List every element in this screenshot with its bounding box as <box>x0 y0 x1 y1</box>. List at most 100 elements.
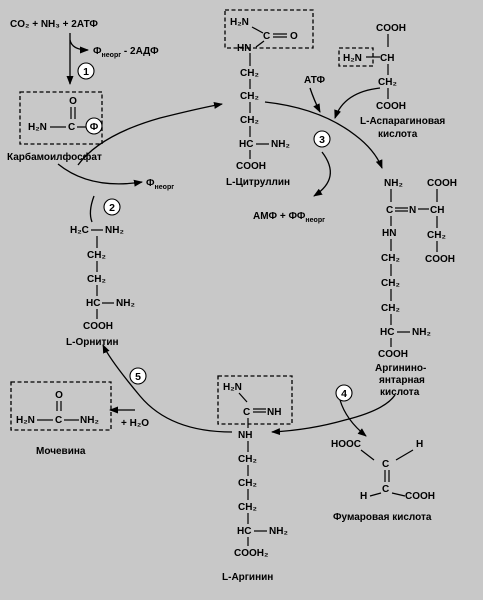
svg-text:COOH: COOH <box>83 321 113 332</box>
svg-text:H₂N: H₂N <box>223 382 242 393</box>
svg-text:O: O <box>55 390 63 401</box>
step-3-products: АМФ + ФФнеорг <box>253 211 325 224</box>
svg-text:HC: HC <box>237 526 251 537</box>
svg-text:NH₂: NH₂ <box>384 178 403 189</box>
svg-text:CH₂: CH₂ <box>240 115 259 126</box>
step-2-side-arrow <box>57 163 143 187</box>
svg-text:NH: NH <box>238 430 252 441</box>
svg-text:C: C <box>68 122 75 133</box>
citrulline-box <box>224 9 314 49</box>
fumarate-name: Фумаровая кислота <box>333 512 432 523</box>
svg-text:H: H <box>416 439 423 450</box>
svg-text:COOH: COOH <box>427 178 457 189</box>
svg-text:CH₂: CH₂ <box>87 274 106 285</box>
svg-text:O: O <box>290 31 298 42</box>
svg-text:CH₂: CH₂ <box>238 454 257 465</box>
svg-text:HN: HN <box>382 228 396 239</box>
ornithine: H₂C NH₂ CH₂ CH₂ HC NH₂ COOH L-Орнитин <box>66 225 135 348</box>
svg-text:H₂N: H₂N <box>28 122 47 133</box>
svg-text:HOOC: HOOC <box>331 439 361 450</box>
svg-text:COOH: COOH <box>378 349 408 360</box>
citrulline-name: L-Цитруллин <box>226 177 290 188</box>
argininosuccinate-name-1: Аргинино- <box>375 363 426 374</box>
cycle-arrow-step-4 <box>271 394 396 436</box>
svg-text:NH₂: NH₂ <box>412 327 431 338</box>
step-5-marker: 5 <box>129 367 147 385</box>
svg-text:NH₂: NH₂ <box>116 298 135 309</box>
cycle-arrow-step-3 <box>264 101 383 169</box>
arginine-box <box>217 375 293 425</box>
aspartate-name-1: L-Аспарагиновая <box>360 116 445 127</box>
carbamoyl-phosphate-name: Карбамоилфосфат <box>7 151 102 163</box>
phosphate-circle <box>85 117 103 135</box>
argininosuccinate-name-3: кислота <box>380 387 420 398</box>
svg-text:CH: CH <box>380 53 394 64</box>
svg-text:CH₂: CH₂ <box>238 478 257 489</box>
argininosuccinate: NH₂ C N CH COOH CH₂ COOH HN CH₂ CH₂ CH₂ … <box>375 178 457 398</box>
step-2-phosphate: Фнеорг <box>146 178 174 191</box>
svg-text:CH₂: CH₂ <box>427 230 446 241</box>
cycle-arrow-step-5 <box>102 344 233 433</box>
svg-text:CH: CH <box>430 205 444 216</box>
step-1-byproducts: Фнеорг - 2АДФ <box>93 46 159 59</box>
step-1-side-arrow <box>69 39 89 54</box>
atp-in-arrow <box>309 87 321 113</box>
aspartate-name-2: кислота <box>378 129 418 140</box>
arginine: H₂N C NH NH CH₂ CH₂ CH₂ HC NH₂ COOH₂ L-А… <box>217 375 293 583</box>
svg-text:NH₂: NH₂ <box>105 225 124 236</box>
svg-text:HC: HC <box>239 139 253 150</box>
svg-text:COOH: COOH <box>376 101 406 112</box>
svg-text:CH₂: CH₂ <box>238 502 257 513</box>
svg-text:COOH₂: COOH₂ <box>234 548 268 559</box>
fumarate-c2: C <box>382 484 389 495</box>
urea-box <box>10 381 112 431</box>
svg-text:COOH: COOH <box>405 491 435 502</box>
svg-text:COOH: COOH <box>236 161 266 172</box>
step-5-number: 5 <box>135 371 141 383</box>
argininosuccinate-name-2: янтарная <box>379 375 425 386</box>
step-4-marker: 4 <box>335 384 353 402</box>
svg-text:CH₂: CH₂ <box>378 77 397 88</box>
svg-text:CH₂: CH₂ <box>381 278 400 289</box>
step-3-products-arrow <box>313 151 331 197</box>
water-text: + H₂O <box>121 418 149 429</box>
reactants-text: CO₂ + NH₃ + 2АТФ <box>10 19 98 30</box>
cycle-link-ornithine <box>89 195 95 223</box>
fumarate-c1: C <box>382 459 389 470</box>
svg-text:NH: NH <box>267 407 281 418</box>
fumarate: HOOC H C C H COOH Фумаровая кислота <box>331 399 435 523</box>
svg-text:HC: HC <box>86 298 100 309</box>
svg-text:C: C <box>386 205 393 216</box>
urea: O H₂N C NH₂ + H₂O Мочевина <box>10 381 149 457</box>
top-reaction: CO₂ + NH₃ + 2АТФ Фнеорг - 2АДФ <box>10 19 159 85</box>
svg-text:CH₂: CH₂ <box>87 250 106 261</box>
svg-text:H₂C: H₂C <box>70 225 89 236</box>
arginine-name: L-Аргинин <box>222 572 273 583</box>
svg-text:HC: HC <box>380 327 394 338</box>
svg-text:C: C <box>243 407 250 418</box>
svg-text:COOH: COOH <box>425 254 455 265</box>
svg-text:COOH: COOH <box>376 23 406 34</box>
svg-text:H₂N: H₂N <box>16 415 35 426</box>
step-3-marker: 3 <box>313 130 331 148</box>
urea-name: Мочевина <box>36 446 86 457</box>
citrulline: H₂N C O HN CH₂ CH₂ CH₂ HC NH₂ COOH L-Цит… <box>224 9 314 188</box>
svg-text:CH₂: CH₂ <box>381 303 400 314</box>
aspartate: COOH H₂N CH CH₂ COOH L-Аспарагиновая кис… <box>338 23 445 140</box>
step-1-number: 1 <box>83 66 89 78</box>
cycle-arrow-step-2 <box>77 101 223 166</box>
svg-text:CH₂: CH₂ <box>240 91 259 102</box>
carbamoyl-box <box>19 91 103 145</box>
svg-text:C: C <box>55 415 62 426</box>
svg-text:H₂N: H₂N <box>230 17 249 28</box>
step-3-atp: АТФ <box>304 75 325 86</box>
step-1-marker: 1 <box>77 62 95 80</box>
svg-text:NH₂: NH₂ <box>269 526 288 537</box>
svg-text:NH₂: NH₂ <box>80 415 99 426</box>
svg-text:HN: HN <box>237 43 251 54</box>
svg-text:H₂N: H₂N <box>343 53 362 64</box>
svg-text:Ф: Ф <box>90 122 99 133</box>
svg-text:O: O <box>69 96 77 107</box>
